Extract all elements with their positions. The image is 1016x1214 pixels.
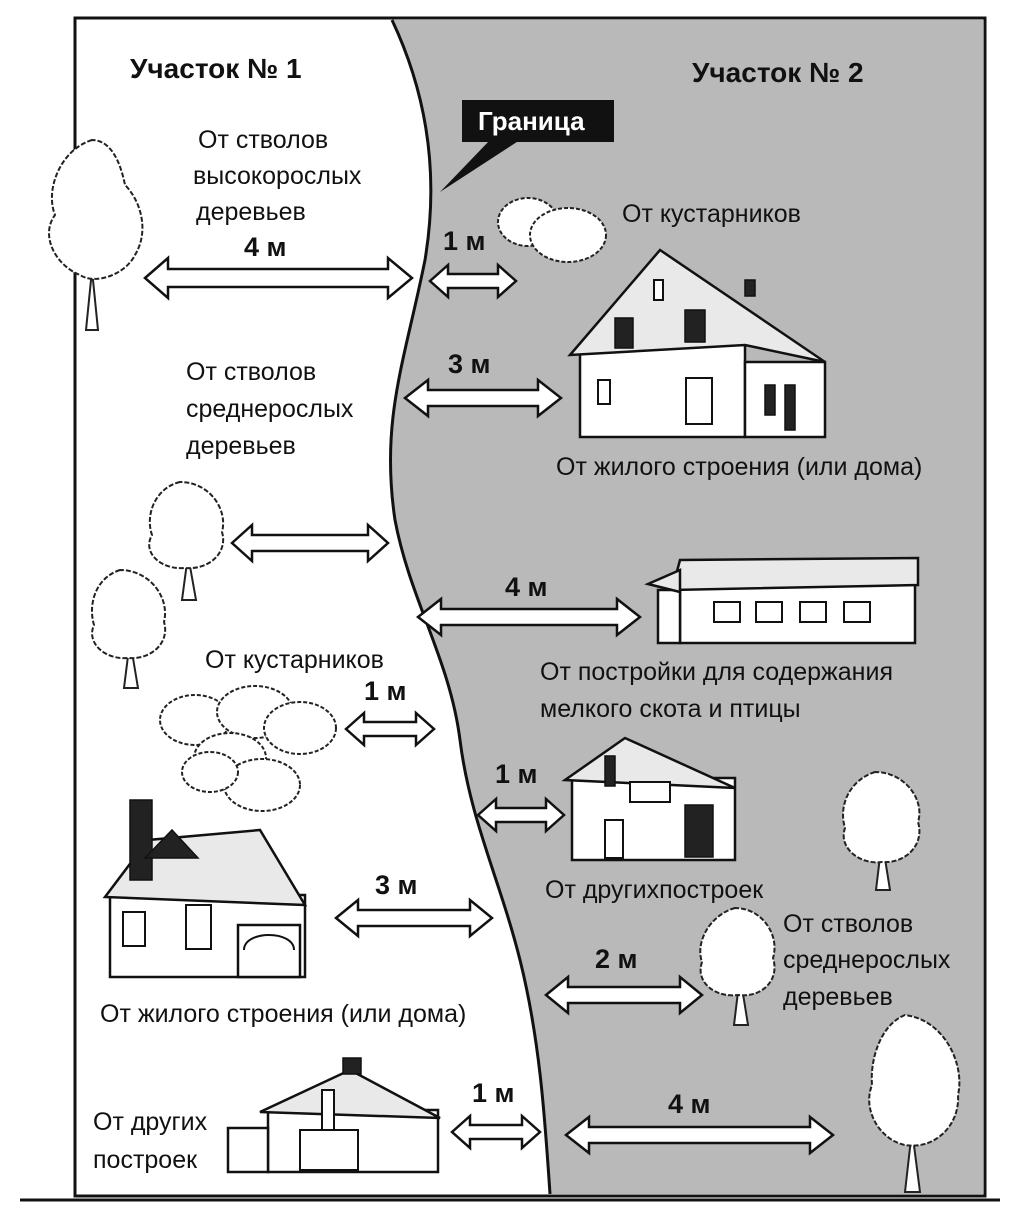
right-house-distance: 3 м — [448, 349, 491, 379]
right-other-buildings-distance: 1 м — [495, 759, 538, 789]
left-tall-trees-label-1: От стволов — [198, 126, 328, 154]
right-tall-trees-arrow — [563, 1114, 836, 1156]
right-house-label: От жилого строения (или дома) — [556, 453, 922, 481]
medium-tree-icon — [90, 568, 167, 689]
left-house-label: От жилого строения (или дома) — [100, 1000, 466, 1028]
right-house-icon — [567, 248, 827, 439]
left-tall-trees-label-3: деревьев — [196, 198, 306, 226]
plot-2-title: Участок № 2 — [692, 57, 864, 88]
left-other-buildings-label-2: построек — [93, 1146, 198, 1174]
right-livestock-label-2: мелкого скота и птицы — [540, 695, 801, 723]
right-other-buildings-arrow — [476, 796, 566, 834]
medium-tree-icon — [148, 480, 225, 601]
right-medium-trees-label-1: От стволов — [783, 910, 913, 938]
left-medium-trees-label-2: среднерослых — [186, 395, 354, 423]
right-shrubs-label: От кустарников — [622, 200, 801, 228]
left-shrubs-label: От кустарников — [205, 646, 384, 674]
left-tall-trees-arrow — [143, 255, 414, 301]
left-shrubs-distance: 1 м — [364, 676, 407, 706]
right-livestock-distance: 4 м — [505, 572, 548, 602]
frame-border — [73, 16, 987, 1198]
left-other-buildings-arrow — [450, 1113, 542, 1151]
left-medium-trees-label-3: деревьев — [186, 432, 296, 460]
right-medium-trees-arrow — [544, 974, 704, 1016]
border-label: Граница — [440, 100, 614, 192]
shrubs-icon — [159, 685, 337, 812]
tall-tree-icon — [48, 138, 144, 331]
left-other-building-icon — [226, 1057, 441, 1174]
right-shrubs-arrow — [428, 262, 518, 300]
right-medium-trees-label-2: среднерослых — [783, 946, 951, 974]
right-medium-trees-distance: 2 м — [595, 944, 638, 974]
svg-text:Граница: Граница — [478, 106, 585, 136]
right-other-buildings-label: От другихпостроек — [545, 876, 764, 904]
left-shrubs-arrow — [344, 710, 436, 748]
left-other-buildings-label-1: От других — [93, 1108, 208, 1136]
left-other-buildings-distance: 1 м — [472, 1078, 515, 1108]
left-tall-trees-label-2: высокорослых — [193, 162, 362, 190]
right-house-arrow — [402, 377, 564, 419]
right-livestock-label-1: От постройки для содержания — [540, 658, 893, 686]
right-tall-trees-distance: 4 м — [668, 1089, 711, 1119]
right-shrubs-icon — [497, 197, 607, 263]
left-house-distance: 3 м — [375, 870, 418, 900]
right-medium-trees-label-3: деревьев — [783, 983, 893, 1011]
right-other-building-icon — [561, 736, 737, 862]
left-house-icon — [102, 799, 308, 979]
livestock-building-icon — [644, 556, 920, 645]
left-medium-trees-arrow — [230, 522, 390, 564]
right-medium-tree-icon — [842, 770, 921, 891]
plot-1-title: Участок № 1 — [130, 53, 302, 84]
left-medium-trees-label-1: От стволов — [186, 358, 316, 386]
right-medium-tree-icon — [699, 906, 776, 1026]
right-livestock-arrow — [415, 596, 643, 638]
right-shrubs-distance: 1 м — [443, 226, 486, 256]
left-tall-trees-distance: 4 м — [244, 232, 287, 262]
left-house-arrow — [334, 897, 494, 939]
right-tall-tree-icon — [868, 1013, 961, 1193]
